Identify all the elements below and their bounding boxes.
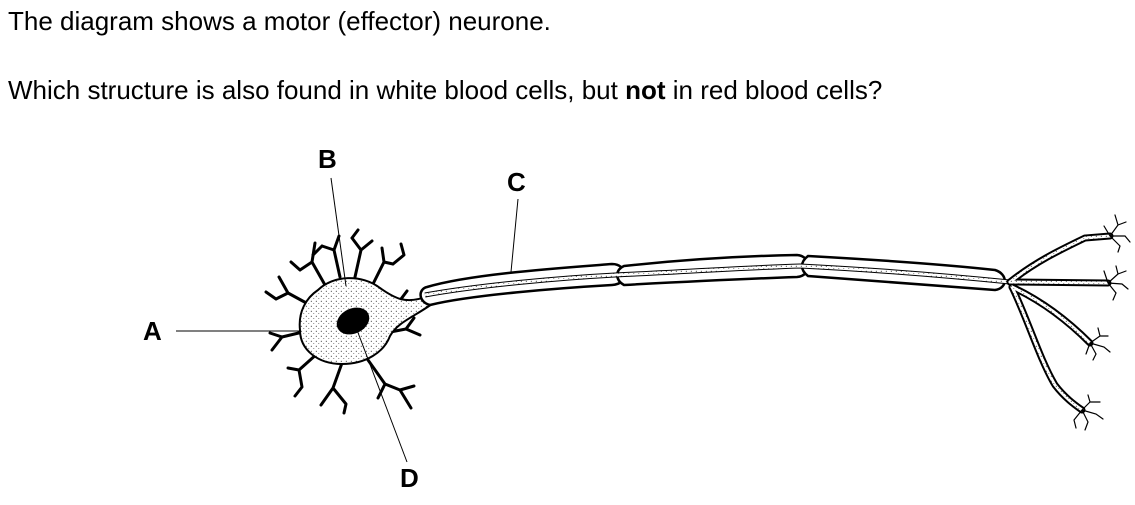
leader-line-b xyxy=(330,177,347,287)
leader-line-c xyxy=(510,198,519,273)
question-text-start: Which structure is also found in white b… xyxy=(8,75,626,105)
axon-terminals xyxy=(1006,214,1131,431)
question-text: Which structure is also found in white b… xyxy=(8,75,882,105)
leader-line-d xyxy=(356,329,408,463)
label-b: B xyxy=(318,144,337,174)
myelin-sheath xyxy=(419,253,1006,307)
label-c: C xyxy=(507,167,526,197)
nucleus xyxy=(336,307,370,335)
question-text-end: in red blood cells? xyxy=(665,75,883,105)
leader-lines xyxy=(176,177,519,463)
axon xyxy=(424,263,1011,298)
question-text-emphasis: not xyxy=(625,75,666,105)
dendrites xyxy=(264,228,422,415)
label-d: D xyxy=(400,463,419,493)
label-a: A xyxy=(143,316,162,346)
question-intro: The diagram shows a motor (effector) neu… xyxy=(8,6,551,36)
